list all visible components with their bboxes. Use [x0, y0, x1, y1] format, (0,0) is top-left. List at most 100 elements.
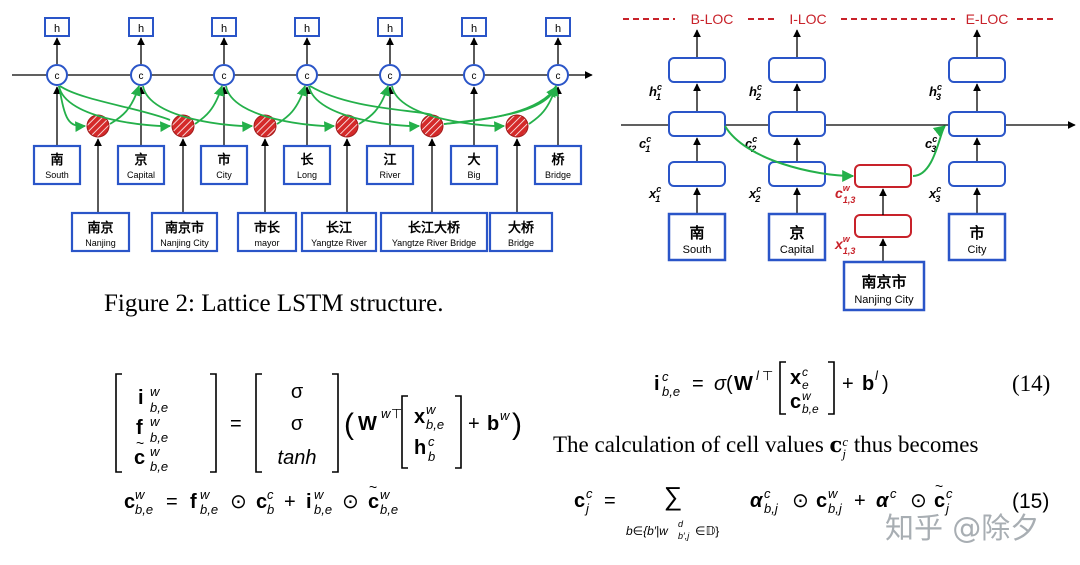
svg-text:b,j: b,j — [764, 501, 779, 516]
cell-label: c — [388, 71, 393, 82]
svg-text:x: x — [790, 367, 801, 389]
green-in-2 — [142, 85, 254, 132]
char-column-4: h c 江 River — [365, 17, 415, 186]
hidden-label: h — [387, 23, 393, 35]
zhihu-watermark: 知乎 @除夕 — [885, 511, 1040, 545]
svg-text:b,e: b,e — [150, 430, 168, 445]
word-en: Bridge — [508, 238, 534, 248]
hidden-label: h — [221, 23, 227, 35]
svg-text:=: = — [692, 373, 704, 395]
cell-label: c — [222, 71, 227, 82]
char-en: River — [379, 170, 400, 180]
cell-circle — [46, 64, 68, 86]
char-zh: 京 — [789, 224, 804, 242]
svg-text:w: w — [500, 408, 511, 423]
hidden-box — [948, 57, 1006, 83]
svg-text:σ: σ — [291, 413, 304, 435]
svg-text:b,e: b,e — [314, 502, 332, 517]
hidden-label: h — [471, 23, 477, 35]
svg-text:f: f — [136, 417, 143, 439]
svg-text:w: w — [135, 487, 146, 502]
char-en: City — [968, 244, 987, 256]
char-zh: 南 — [689, 224, 704, 242]
svg-text:): ) — [512, 408, 522, 441]
svg-text:⊤: ⊤ — [762, 368, 773, 383]
svg-text:b,e: b,e — [150, 400, 168, 415]
svg-text:+: + — [842, 373, 854, 395]
char-zh: 市 — [217, 152, 230, 167]
svg-text:b,e: b,e — [200, 502, 218, 517]
svg-text:c: c — [890, 486, 897, 501]
word-input-box — [854, 214, 912, 238]
svg-text:c: c — [790, 391, 801, 413]
green-in-4 — [308, 85, 421, 132]
svg-text:h: h — [414, 437, 426, 459]
hidden-state-box — [377, 17, 403, 37]
green-arc-c — [443, 86, 557, 125]
cell-label: c — [556, 71, 561, 82]
svg-text:c: c — [802, 365, 808, 379]
svg-text:(: ( — [726, 373, 733, 395]
hidden-state-box — [128, 17, 154, 37]
svg-text:): ) — [882, 373, 889, 395]
hidden-state-box — [294, 17, 320, 37]
svg-text:w: w — [828, 486, 839, 501]
input-box — [768, 161, 826, 187]
char-box — [282, 144, 332, 186]
svg-text:b,e: b,e — [426, 417, 444, 432]
equation-15-number: (15) — [1012, 490, 1049, 513]
char-en: Long — [297, 170, 317, 180]
svg-text:l: l — [756, 368, 760, 383]
svg-text:+: + — [854, 490, 866, 512]
word-en: Nanjing — [85, 238, 116, 248]
char-en: South — [45, 170, 69, 180]
svg-text:b,e: b,e — [380, 502, 398, 517]
svg-text:w: w — [150, 444, 161, 459]
word-box-5: 大桥 Bridge — [488, 138, 554, 253]
svg-text:α: α — [876, 490, 890, 512]
hidden-state-box — [545, 17, 571, 37]
svg-text:α: α — [750, 490, 764, 512]
svg-text:c: c — [816, 490, 827, 512]
equation-left: i w b,e f w b,e c ~ w b,e = σ σ tanh ( W… — [115, 373, 522, 517]
svg-text:c: c — [934, 490, 945, 512]
char-zh: 长 — [300, 152, 314, 167]
svg-text:e: e — [802, 378, 809, 392]
green-out-1 — [194, 84, 225, 125]
char-zh: 桥 — [551, 152, 565, 167]
green-out-curve — [912, 125, 946, 177]
svg-text:b: b — [862, 373, 874, 395]
svg-text:⊙: ⊙ — [230, 491, 247, 513]
svg-text:d: d — [678, 519, 684, 529]
char-en: Capital — [127, 170, 155, 180]
char-zh: 江 — [383, 152, 396, 167]
char-en: South — [683, 244, 712, 256]
svg-text:~: ~ — [136, 435, 144, 451]
svg-text:b,e: b,e — [135, 502, 153, 517]
svg-text:x: x — [414, 406, 425, 428]
svg-text:c: c — [124, 491, 135, 513]
svg-text:b: b — [487, 413, 499, 435]
char-en: Capital — [780, 244, 814, 256]
char-box — [365, 144, 415, 186]
svg-text:c: c — [267, 487, 274, 502]
svg-text:c: c — [946, 486, 953, 501]
cell-label: c — [472, 71, 477, 82]
svg-text:i: i — [654, 373, 660, 395]
svg-text:⊙: ⊙ — [910, 490, 927, 512]
svg-text:b′,j: b′,j — [678, 531, 690, 541]
word-zh: 大桥 — [508, 220, 535, 235]
svg-text:Nanjing City: Nanjing City — [854, 294, 914, 306]
green-in-curve — [724, 125, 855, 182]
